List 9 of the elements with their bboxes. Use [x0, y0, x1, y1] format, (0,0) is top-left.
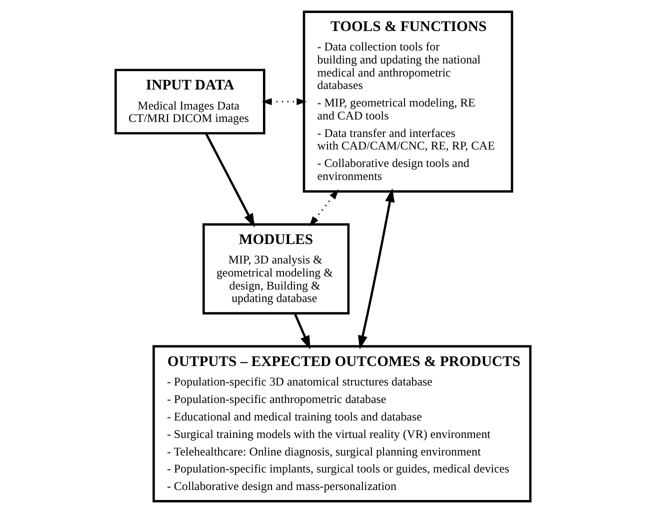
arrow: [204, 132, 254, 228]
arrow: [293, 313, 310, 350]
arrow: [261, 98, 306, 106]
node-box: INPUT DATA Medical Images Data CT/MRI DICOM images: [114, 68, 265, 134]
node-box: TOOLS & FUNCTIONS - Data collection tools for building and updating the national medical and anthropometric databases - MIP, geometrical modeling, RE and CAD tools - Data transfer and interfaces with CAD/CAM/CNC, RE, RP, CAE - Collaborative design tools and environments: [302, 10, 513, 193]
arrow: [358, 188, 394, 350]
node-box: OUTPUTS – EXPECTED OUTCOMES & PRODUCTS - Population-specific 3D anatomical structures database - Population-specific anthropometric database - Educational and medical training tools and database - Surgical training models with the virtual reality (VR) environment - Telehealthcare: Online diagnosis, surgical planning environment - Population-specific implants, surgical tools or guides, medical devices - Collaborative design and mass-personalization: [152, 345, 531, 502]
arrow: [308, 189, 338, 226]
node-box: MODULES MIP, 3D analysis & geometrical modeling & design, Building & updating database: [202, 223, 350, 314]
